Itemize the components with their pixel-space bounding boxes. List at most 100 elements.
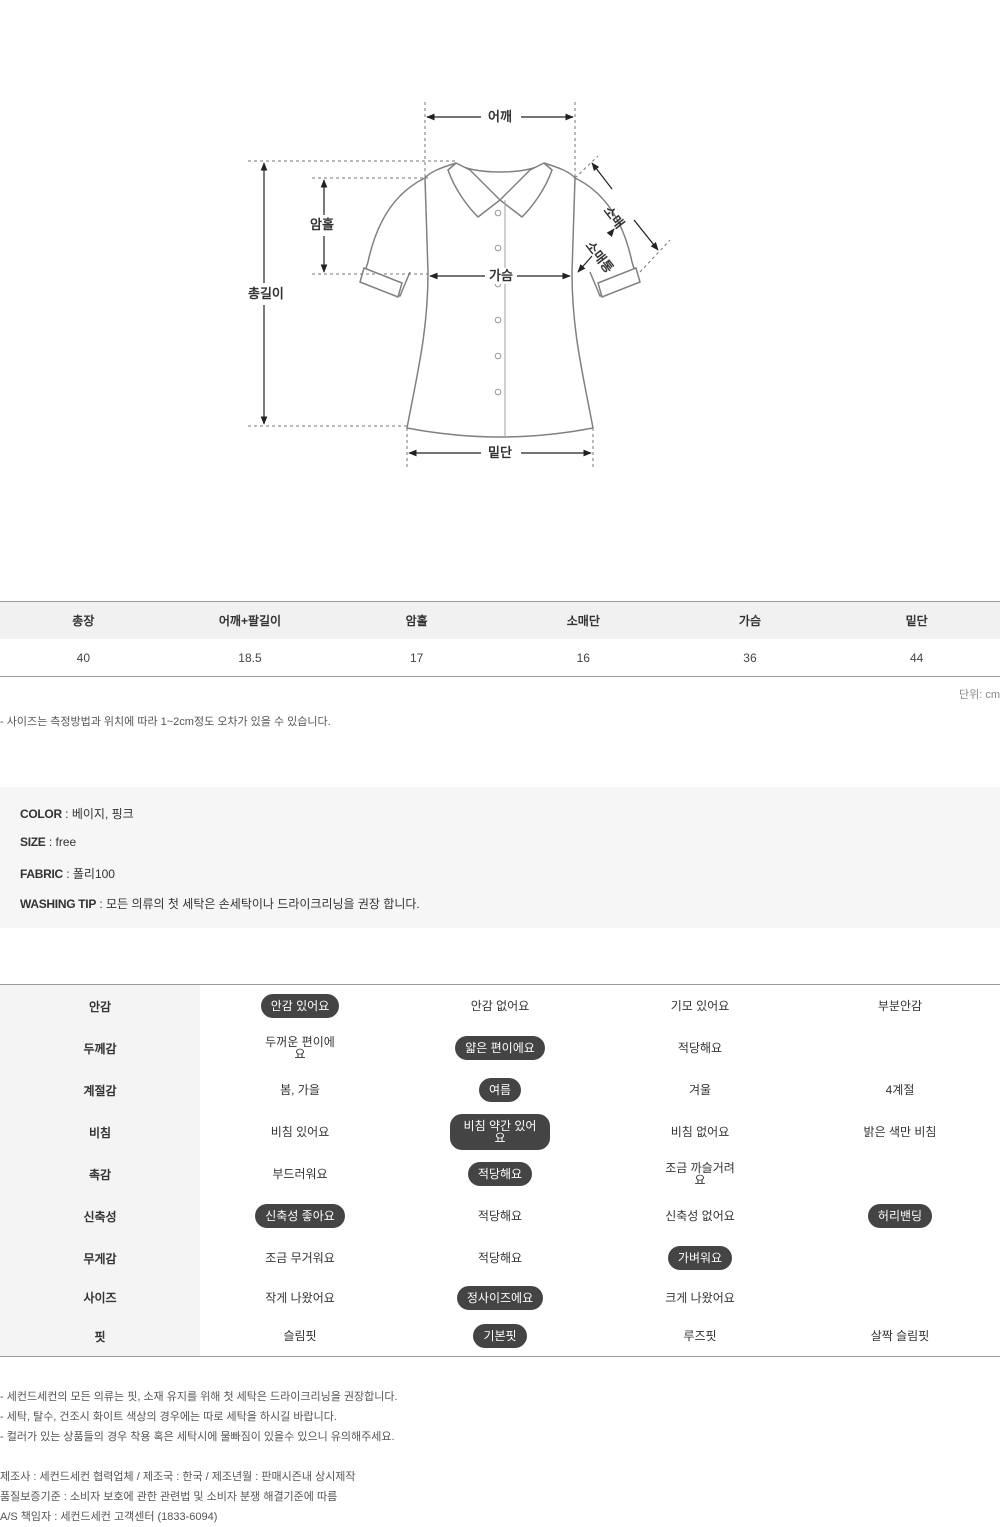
property-cell: 안감 없어요	[400, 985, 600, 1027]
property-option: 조금 까슬거려요	[665, 1161, 735, 1187]
property-option: 기모 있어요	[670, 999, 730, 1013]
property-cell: 부드러워요	[200, 1153, 400, 1195]
property-cell	[800, 1153, 1000, 1195]
property-option-selected: 신축성 좋아요	[255, 1204, 345, 1228]
as-contact-line: A/S 책임자 : 세컨드세컨 고객센터 (1833-6094)	[0, 1511, 218, 1523]
property-cell: 두꺼운 편이에요	[200, 1027, 400, 1069]
note-line: - 세컨드세컨의 모든 의류는 핏, 소재 유지를 위해 첫 세탁은 드라이크리…	[0, 1391, 398, 1403]
info-size-key: SIZE	[20, 835, 46, 849]
property-cell	[800, 1279, 1000, 1316]
property-cell: 여름	[400, 1069, 600, 1111]
size-table-value-row: 40 18.5 17 16 36 44	[0, 639, 1000, 677]
value-chest: 36	[666, 639, 834, 677]
property-option: 루즈핏	[683, 1329, 717, 1343]
property-cell: 기본핏	[400, 1316, 600, 1356]
property-cell: 신축성 없어요	[600, 1195, 800, 1237]
property-option: 조금 무거워요	[265, 1251, 335, 1265]
blouse-illustration	[248, 102, 671, 468]
property-label: 비침	[0, 1111, 200, 1153]
property-cell: 기모 있어요	[600, 985, 800, 1027]
property-option-selected: 비침 약간 있어요	[450, 1114, 550, 1150]
property-row: 비침 비침 있어요 비침 약간 있어요 비침 없어요 밝은 색만 비침	[0, 1111, 1000, 1153]
product-info-box: COLOR : 베이지, 핑크 SIZE : free FABRIC : 폴리1…	[0, 787, 1000, 928]
property-option: 부분안감	[877, 999, 923, 1013]
property-cell: 신축성 좋아요	[200, 1195, 400, 1237]
property-label: 무게감	[0, 1237, 200, 1279]
property-cell: 부분안감	[800, 985, 1000, 1027]
property-option: 슬림핏	[283, 1329, 317, 1343]
property-cell	[800, 1027, 1000, 1069]
value-shoulder-arm: 18.5	[166, 639, 334, 677]
property-cell: 적당해요	[600, 1027, 800, 1069]
note-line: - 세탁, 탈수, 건조시 화이트 색상의 경우에는 따로 세탁을 하시길 바랍…	[0, 1411, 337, 1423]
property-cell: 4계절	[800, 1069, 1000, 1111]
info-color-value: : 베이지, 핑크	[61, 807, 134, 821]
care-notes: - 세컨드세컨의 모든 의류는 핏, 소재 유지를 위해 첫 세탁은 드라이크리…	[0, 1387, 398, 1527]
property-option-selected: 얇은 편이에요	[455, 1036, 545, 1060]
note-line: - 컬러가 있는 상품들의 경우 착용 혹은 세탁시에 물빠짐이 있을수 있으니…	[0, 1431, 395, 1443]
property-cell: 작게 나왔어요	[200, 1279, 400, 1316]
property-label: 촉감	[0, 1153, 200, 1195]
property-cell: 얇은 편이에요	[400, 1027, 600, 1069]
value-total-length: 40	[0, 639, 167, 677]
property-option: 비침 있어요	[270, 1125, 330, 1139]
size-table: 총장 어깨+팔길이 암홀 소매단 가슴 밑단 40 18.5 17 16 36 …	[0, 601, 1000, 677]
info-washing-value: : 모든 의류의 첫 세탁은 손세탁이나 드라이크리닝을 권장 합니다.	[96, 897, 420, 911]
total-length-label: 총길이	[244, 286, 288, 302]
chest-label: 가슴	[485, 268, 517, 284]
property-cell: 비침 있어요	[200, 1111, 400, 1153]
unit-label: 단위: cm	[958, 689, 1000, 701]
property-cell: 안감 있어요	[200, 985, 400, 1027]
property-cell: 비침 약간 있어요	[400, 1111, 600, 1153]
property-option-selected: 가벼워요	[667, 1246, 733, 1270]
property-option-selected: 적당해요	[467, 1162, 533, 1186]
property-cell: 정사이즈에요	[400, 1279, 600, 1316]
property-option: 크게 나왔어요	[665, 1290, 735, 1305]
property-option: 밝은 색만 비침	[863, 1125, 937, 1139]
property-option: 겨울	[688, 1083, 712, 1097]
info-fabric: FABRIC : 폴리100	[20, 865, 115, 882]
property-option: 두꺼운 편이에요	[265, 1035, 335, 1061]
header-hem: 밑단	[833, 601, 1000, 639]
property-cell: 비침 없어요	[600, 1111, 800, 1153]
warranty-line: 품질보증기준 : 소비자 보호에 관한 관련법 및 소비자 분쟁 해결기준에 따…	[0, 1491, 338, 1503]
property-option: 4계절	[885, 1083, 915, 1097]
property-cell: 루즈핏	[600, 1316, 800, 1356]
property-cell: 적당해요	[400, 1195, 600, 1237]
info-washing: WASHING TIP : 모든 의류의 첫 세탁은 손세탁이나 드라이크리닝을…	[20, 895, 420, 912]
property-cell: 적당해요	[400, 1237, 600, 1279]
header-armhole: 암홀	[333, 601, 500, 639]
property-label: 신축성	[0, 1195, 200, 1237]
property-cell: 허리밴딩	[800, 1195, 1000, 1237]
info-washing-key: WASHING TIP	[20, 897, 97, 911]
property-cell: 겨울	[600, 1069, 800, 1111]
property-option-selected: 허리밴딩	[867, 1204, 933, 1228]
value-cuff: 16	[499, 639, 667, 677]
value-hem: 44	[833, 639, 1000, 677]
property-label: 안감	[0, 985, 200, 1027]
value-armhole: 17	[333, 639, 500, 677]
armhole-label: 암홀	[306, 217, 338, 233]
property-cell: 적당해요	[400, 1153, 600, 1195]
property-row: 무게감 조금 무거워요 적당해요 가벼워요	[0, 1237, 1000, 1279]
hem-label: 밑단	[484, 445, 516, 461]
property-cell	[800, 1237, 1000, 1279]
shoulder-label: 어깨	[484, 109, 516, 125]
property-row: 두께감 두꺼운 편이에요 얇은 편이에요 적당해요	[0, 1027, 1000, 1069]
property-option-selected: 기본핏	[473, 1324, 527, 1348]
property-label: 두께감	[0, 1027, 200, 1069]
size-table-header-row: 총장 어깨+팔길이 암홀 소매단 가슴 밑단	[0, 601, 1000, 639]
property-option: 작게 나왔어요	[265, 1290, 335, 1305]
property-option-selected: 여름	[478, 1078, 522, 1102]
property-option: 적당해요	[477, 1251, 523, 1265]
header-shoulder-arm: 어깨+팔길이	[166, 601, 334, 639]
property-option: 비침 없어요	[670, 1125, 730, 1139]
size-note: - 사이즈는 측정방법과 위치에 따라 1~2cm정도 오차가 있을 수 있습니…	[0, 716, 331, 728]
property-label: 핏	[0, 1316, 200, 1356]
